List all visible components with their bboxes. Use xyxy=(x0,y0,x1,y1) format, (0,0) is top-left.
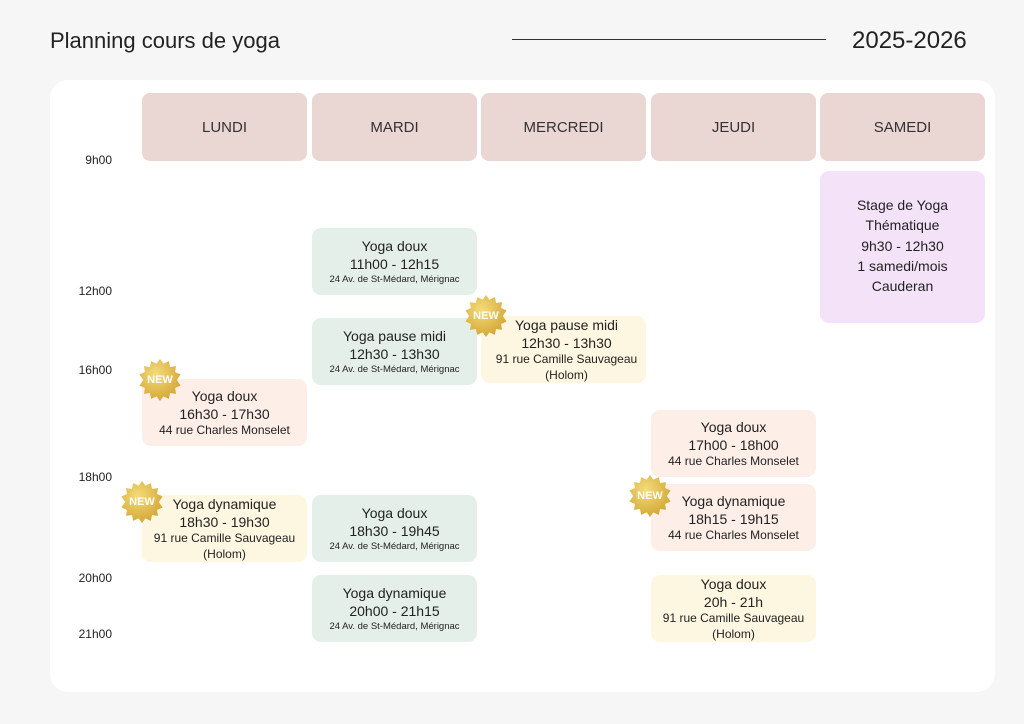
class-place: 44 rue Charles Monselet xyxy=(668,453,799,468)
time-label: 12h00 xyxy=(78,284,112,298)
class-event[interactable]: Yoga doux 17h00 - 18h00 44 rue Charles M… xyxy=(651,410,816,477)
class-event[interactable]: Yoga dynamique 18h30 - 19h30 91 rue Cami… xyxy=(142,495,307,562)
season-year: 2025-2026 xyxy=(852,27,967,54)
class-event[interactable]: Yoga pause midi 12h30 - 13h30 24 Av. de … xyxy=(312,318,477,385)
class-event[interactable]: Yoga dynamique 20h00 - 21h15 24 Av. de S… xyxy=(312,575,477,642)
class-place: 44 rue Charles Monselet xyxy=(159,422,290,437)
class-time: 16h30 - 17h30 xyxy=(179,405,270,422)
class-name: Yoga pause midi xyxy=(514,316,618,333)
class-place-extra: (Holom) xyxy=(545,367,588,382)
day-header-lundi: LUNDI xyxy=(142,93,307,161)
class-place-extra: (Holom) xyxy=(712,626,755,641)
day-header-mardi: MARDI xyxy=(312,93,477,161)
class-place: 91 rue Camille Sauvageau xyxy=(662,611,805,626)
class-place: 44 rue Charles Monselet xyxy=(668,527,799,542)
class-event[interactable]: Yoga doux 11h00 - 12h15 24 Av. de St-Méd… xyxy=(312,228,477,295)
class-place: 24 Av. de St-Médard, Mérignac xyxy=(329,620,460,632)
divider xyxy=(512,39,826,40)
class-name: Stage de Yoga xyxy=(856,197,949,213)
class-place: 91 rue Camille Sauvageau xyxy=(495,352,638,367)
class-place: 24 Av. de St-Médard, Mérignac xyxy=(329,273,460,285)
class-time: 12h30 - 13h30 xyxy=(521,334,612,351)
class-place: 24 Av. de St-Médard, Mérignac xyxy=(329,540,460,552)
class-time: 9h30 - 12h30 xyxy=(861,237,944,254)
class-name: Yoga dynamique xyxy=(681,492,786,509)
class-name: Yoga doux xyxy=(191,387,258,404)
class-name: Yoga doux xyxy=(361,238,428,255)
class-event[interactable]: Yoga doux 18h30 - 19h45 24 Av. de St-Méd… xyxy=(312,495,477,562)
class-name: Yoga doux xyxy=(700,418,767,435)
day-header-samedi: SAMEDI xyxy=(820,93,985,161)
time-label: 16h00 xyxy=(78,363,112,377)
class-place: 24 Av. de St-Médard, Mérignac xyxy=(329,363,460,375)
class-name: Yoga doux xyxy=(700,575,767,592)
time-label: 9h00 xyxy=(85,153,112,167)
class-event[interactable]: Yoga dynamique 18h15 - 19h15 44 rue Char… xyxy=(651,484,816,551)
class-time: 20h - 21h xyxy=(703,593,764,610)
class-name: Yoga dynamique xyxy=(342,585,447,602)
class-name-line2: Thématique xyxy=(865,217,940,234)
class-time: 18h30 - 19h45 xyxy=(349,523,440,540)
time-label: 18h00 xyxy=(78,470,112,484)
class-name: Yoga dynamique xyxy=(172,495,277,512)
class-time: 12h30 - 13h30 xyxy=(349,346,440,363)
class-time: 20h00 - 21h15 xyxy=(349,603,440,620)
time-label: 20h00 xyxy=(78,571,112,585)
page-title: Planning cours de yoga xyxy=(50,28,280,53)
class-event[interactable]: Stage de Yoga Thématique 9h30 - 12h30 1 … xyxy=(820,171,985,323)
class-place-extra: (Holom) xyxy=(203,546,246,561)
class-place: 91 rue Camille Sauvageau xyxy=(153,531,296,546)
class-time: 17h00 - 18h00 xyxy=(688,436,779,453)
class-event[interactable]: Yoga doux 20h - 21h 91 rue Camille Sauva… xyxy=(651,575,816,642)
class-time: 18h15 - 19h15 xyxy=(688,510,779,527)
class-frequency: 1 samedi/mois xyxy=(857,257,948,274)
class-place: Cauderan xyxy=(871,278,934,295)
class-time: 18h30 - 19h30 xyxy=(179,513,270,530)
day-header-jeudi: JEUDI xyxy=(651,93,816,161)
class-event[interactable]: Yoga pause midi 12h30 - 13h30 91 rue Cam… xyxy=(481,316,646,383)
class-name: Yoga pause midi xyxy=(342,328,446,345)
class-time: 11h00 - 12h15 xyxy=(349,256,440,273)
time-label: 21h00 xyxy=(78,627,112,641)
class-name: Yoga doux xyxy=(361,505,428,522)
day-header-mercredi: MERCREDI xyxy=(481,93,646,161)
